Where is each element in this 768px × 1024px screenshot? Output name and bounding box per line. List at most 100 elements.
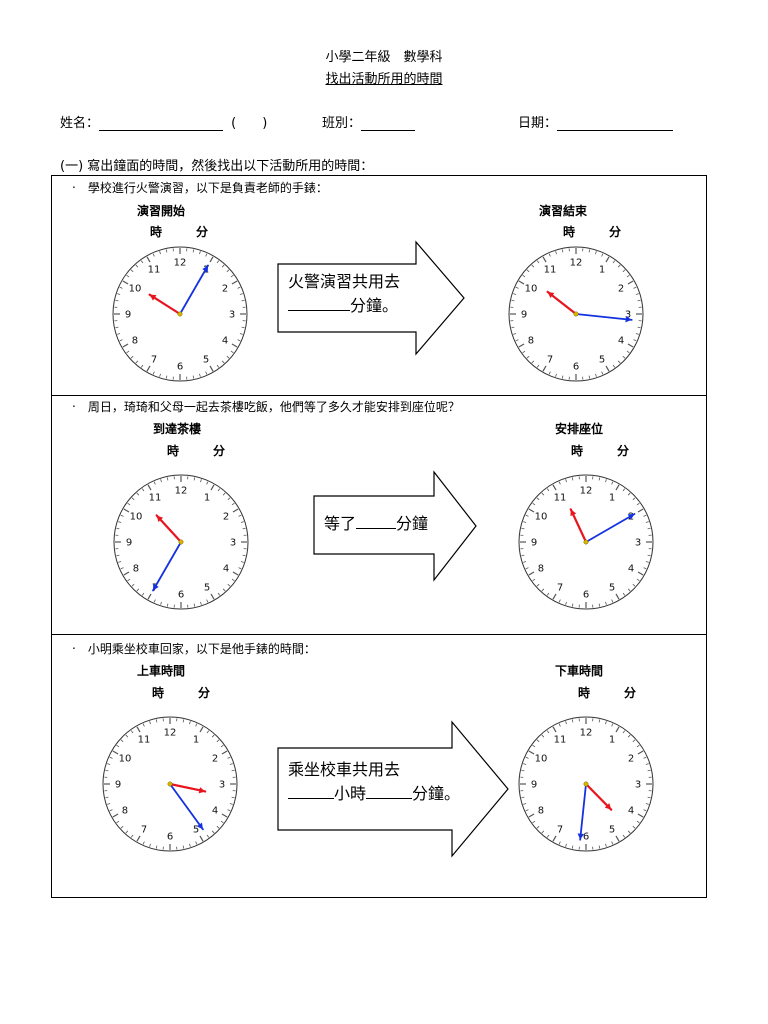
end-time-blank-3[interactable]: 時分 — [578, 684, 636, 701]
tick-mark — [526, 355, 530, 359]
end-time-blank-2[interactable]: 時分 — [571, 442, 629, 459]
tick-mark — [528, 508, 535, 513]
tick-mark — [222, 492, 226, 496]
hour-hand-tip — [149, 294, 157, 301]
clock-numeral: 5 — [204, 583, 210, 594]
class-blank[interactable] — [361, 116, 416, 131]
tick-mark — [523, 803, 527, 805]
tick-mark — [518, 280, 525, 285]
tick-mark — [200, 601, 202, 605]
tick-mark — [637, 813, 644, 818]
start-time-blank-1[interactable]: 時分 — [150, 223, 208, 240]
clock-numeral: 9 — [115, 780, 121, 791]
tick-mark — [647, 796, 651, 799]
answer-blank-hours-3[interactable] — [288, 786, 334, 799]
tick-mark — [109, 756, 113, 759]
clock-numeral: 3 — [219, 780, 225, 791]
tick-mark — [513, 333, 517, 335]
hour-hand-tip — [570, 509, 577, 517]
clock-numeral: 11 — [149, 492, 162, 503]
tick-mark — [536, 825, 540, 829]
clock-numeral: 11 — [554, 492, 567, 503]
tick-mark — [598, 603, 601, 607]
answer-blank-1[interactable] — [288, 298, 350, 311]
tick-mark — [147, 593, 152, 600]
tick-mark — [199, 835, 204, 842]
tick-mark — [195, 841, 198, 845]
clock-numeral: 5 — [609, 825, 615, 836]
tick-mark — [119, 339, 123, 342]
end-time-blank-1[interactable]: 時分 — [563, 223, 621, 240]
tick-mark — [536, 739, 540, 743]
tick-mark — [159, 373, 161, 377]
tick-mark — [617, 264, 621, 268]
tick-mark — [552, 484, 557, 491]
tick-mark — [611, 599, 614, 603]
tick-mark — [229, 763, 233, 765]
tick-mark — [220, 744, 224, 748]
tick-mark — [231, 280, 238, 285]
tick-mark — [555, 251, 557, 255]
tick-mark — [135, 264, 139, 268]
clock-numeral: 8 — [133, 564, 139, 575]
tick-mark — [240, 521, 244, 523]
tick-mark — [205, 371, 208, 375]
clock-center — [178, 539, 184, 545]
clock-numeral: 10 — [129, 284, 142, 295]
clock-numeral: 7 — [151, 355, 157, 366]
minute-char: 分 — [609, 225, 622, 239]
tick-mark — [513, 293, 517, 295]
tick-mark — [521, 796, 525, 799]
tick-mark — [531, 264, 535, 268]
tick-mark — [528, 750, 535, 755]
tick-mark — [561, 249, 564, 253]
tick-mark — [541, 734, 545, 738]
tick-mark — [571, 603, 574, 607]
date-blank[interactable] — [557, 116, 674, 131]
name-blank[interactable] — [99, 116, 224, 131]
arrow-line-2: 分鐘。 — [350, 296, 399, 315]
tick-mark — [131, 583, 135, 587]
tick-mark — [206, 730, 210, 734]
tick-mark — [645, 763, 649, 765]
tick-mark — [200, 479, 202, 483]
tick-mark — [239, 333, 243, 335]
clock-numeral: 12 — [164, 728, 177, 739]
clock-numeral: 2 — [212, 754, 218, 765]
tick-mark — [125, 734, 129, 738]
question-frame — [51, 175, 707, 898]
end-label-3: 下車時間 — [555, 664, 604, 678]
tick-mark — [231, 578, 235, 582]
answer-blank-minutes-3[interactable] — [366, 786, 413, 799]
tick-mark — [627, 492, 631, 496]
minute-hand-tip — [627, 514, 635, 520]
tick-mark — [112, 813, 119, 818]
tick-mark — [511, 326, 515, 329]
tick-mark — [159, 251, 161, 255]
tick-mark — [136, 588, 140, 592]
tick-mark — [118, 561, 122, 563]
question-1: ‧ 學校進行火警演習，以下是負責老師的手錶： — [72, 181, 328, 195]
clock-numeral: 5 — [609, 583, 615, 594]
tick-mark — [189, 721, 191, 725]
hour-hand-tip — [604, 803, 612, 810]
hour-hand-tip — [547, 291, 555, 299]
clock-numeral: 2 — [223, 512, 229, 523]
tick-mark — [109, 809, 113, 812]
tick-mark — [622, 488, 626, 492]
tick-mark — [195, 723, 198, 727]
tick-mark — [611, 723, 614, 727]
tick-mark — [127, 502, 131, 506]
tick-mark — [552, 726, 557, 733]
answer-blank-2[interactable] — [356, 516, 397, 529]
start-time-blank-2[interactable]: 時分 — [167, 442, 225, 459]
start-time-blank-3[interactable]: 時分 — [152, 684, 210, 701]
minute-char: 分 — [198, 686, 211, 700]
tick-mark — [636, 744, 640, 748]
tick-mark — [552, 835, 557, 842]
tick-mark — [626, 350, 630, 354]
tick-mark — [221, 750, 228, 755]
tick-mark — [206, 834, 210, 838]
tick-mark — [107, 763, 111, 765]
tick-mark — [152, 253, 155, 257]
